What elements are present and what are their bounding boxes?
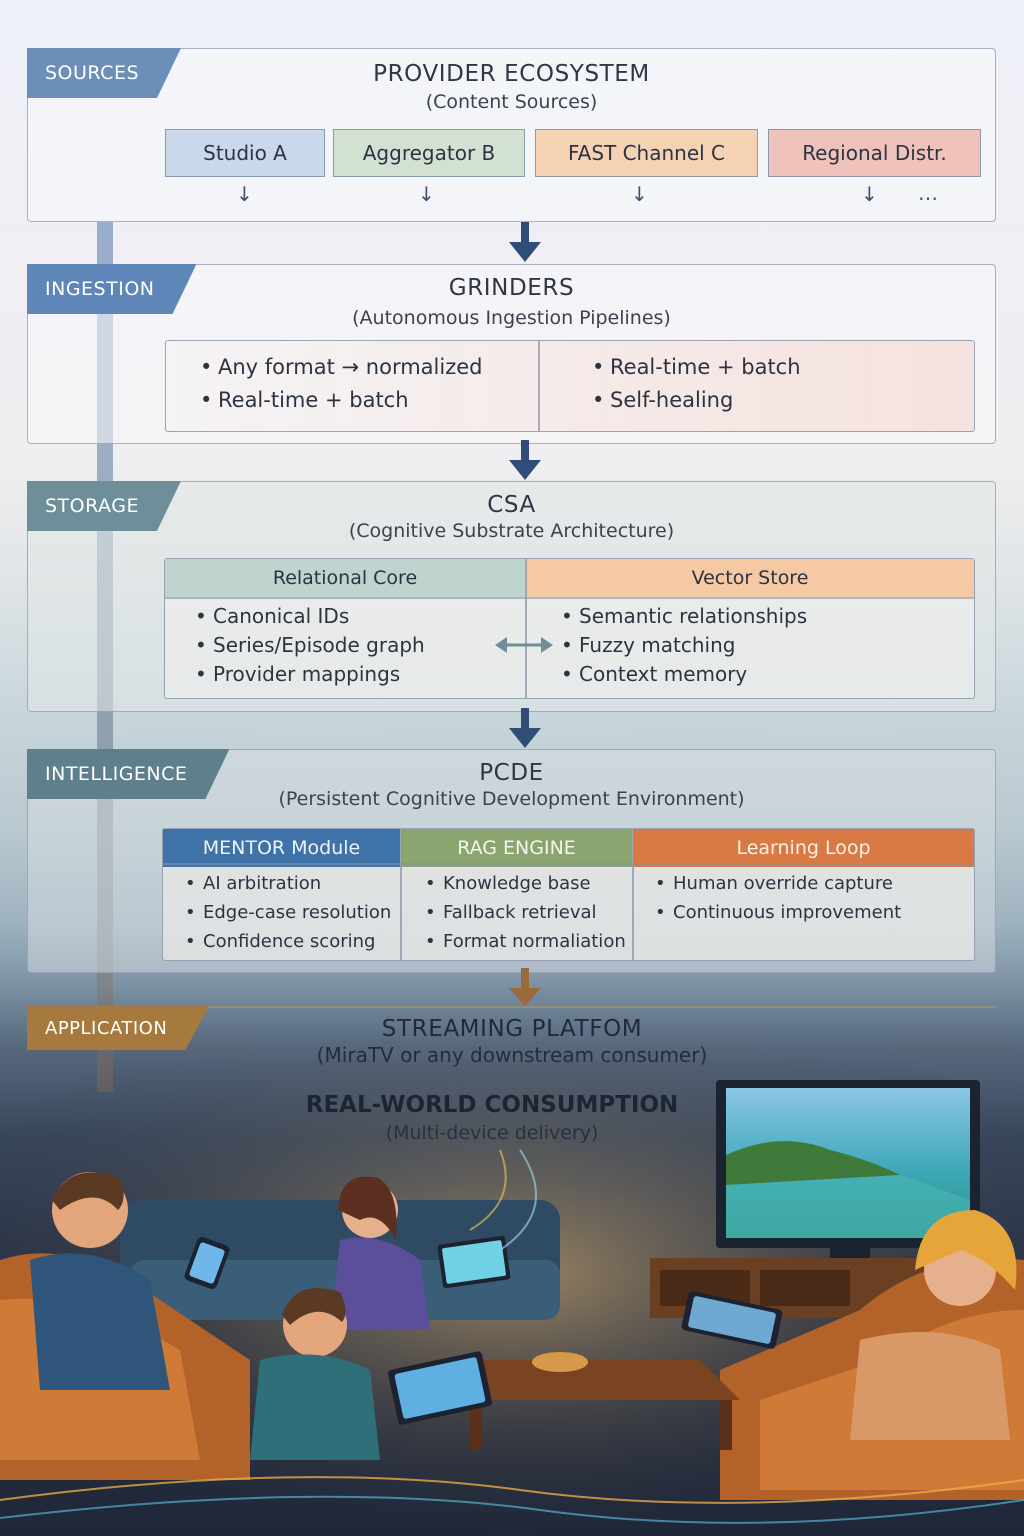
learning-bullet: Continuous improvement [655,898,901,927]
panel-divider [632,829,634,960]
flow-arrow-icon [509,222,541,262]
intelligence-subtitle: (Persistent Cognitive Development Enviro… [278,788,745,810]
rag-engine-list: Knowledge base Fallback retrieval Format… [425,869,626,956]
vector-bullet: Fuzzy matching [561,631,807,660]
header-rule [163,863,974,865]
learning-loop-list: Human override capture Continuous improv… [655,869,901,927]
vector-bullet: Semantic relationships [561,602,807,631]
intelligence-panel: MENTOR Module RAG ENGINE Learning Loop A… [162,828,975,961]
vector-store-list: Semantic relationships Fuzzy matching Co… [561,602,807,689]
ingestion-tab: INGESTION [27,264,196,314]
ingestion-layer: INGESTION GRINDERS (Autonomous Ingestion… [27,264,996,444]
vector-bullet: Context memory [561,660,807,689]
relational-bullet: Provider mappings [195,660,425,689]
ingestion-title: GRINDERS [448,275,575,301]
living-room-illustration [0,1060,1024,1536]
application-title: STREAMING PLATFOM [381,1016,643,1042]
ingestion-right-list: Real-time + batch Self-healing [592,351,801,417]
ingestion-subtitle: (Autonomous Ingestion Pipelines) [352,307,671,329]
consumption-title: REAL-WORLD CONSUMPTION [305,1092,679,1118]
sources-layer: SOURCES PROVIDER ECOSYSTEM (Content Sour… [27,48,996,222]
relational-core-header: Relational Core [165,559,525,597]
ingestion-left-list: Any format → normalized Real-time + batc… [200,351,482,417]
panel-divider [538,341,540,431]
intelligence-title: PCDE [479,760,544,786]
ingestion-bullet: Self-healing [592,384,801,417]
consumption-subtitle: (Multi-device delivery) [385,1122,599,1144]
relational-bullet: Series/Episode graph [195,631,425,660]
ingestion-bullet: Real-time + batch [200,384,482,417]
provider-aggregator-b: Aggregator B [333,129,525,177]
storage-subtitle: (Cognitive Substrate Architecture) [348,520,675,542]
storage-panel: Relational Core Vector Store Canonical I… [164,558,975,699]
storage-layer: STORAGE CSA (Cognitive Substrate Archite… [27,481,996,712]
sources-tab: SOURCES [27,48,181,98]
learning-bullet: Human override capture [655,869,901,898]
intelligence-tab: INTELLIGENCE [27,749,229,799]
panel-divider [525,559,527,698]
bidirectional-arrow-icon [495,637,553,653]
rag-bullet: Knowledge base [425,869,626,898]
sources-subtitle: (Content Sources) [425,91,598,113]
rag-bullet: Fallback retrieval [425,898,626,927]
flow-arrow-icon [509,708,541,748]
header-rule [165,597,974,599]
application-band [27,1006,996,1008]
rag-bullet: Format normaliation [425,927,626,956]
learning-loop-header: Learning Loop [633,829,974,867]
flow-arrow-icon [509,968,541,1006]
provider-fast-channel-c: FAST Channel C [535,129,758,177]
application-tab: APPLICATION [27,1006,209,1050]
rag-engine-header: RAG ENGINE [401,829,632,867]
provider-regional-distr: Regional Distr. [768,129,981,177]
mentor-module-list: AI arbitration Edge-case resolution Conf… [185,869,391,956]
relational-bullet: Canonical IDs [195,602,425,631]
mentor-bullet: AI arbitration [185,869,391,898]
arrow-down-icon: ↓ [236,182,253,206]
intelligence-layer: INTELLIGENCE PCDE (Persistent Cognitive … [27,749,996,973]
ingestion-bullet: Any format → normalized [200,351,482,384]
vector-store-header: Vector Store [526,559,974,597]
more-providers: … [918,181,938,205]
mentor-bullet: Edge-case resolution [185,898,391,927]
ingestion-bullet: Real-time + batch [592,351,801,384]
ingestion-features-panel: Any format → normalized Real-time + batc… [165,340,975,432]
flow-arrow-icon [509,440,541,480]
mentor-bullet: Confidence scoring [185,927,391,956]
arrow-down-icon: ↓ [861,182,878,206]
arrow-down-icon: ↓ [418,182,435,206]
storage-title: CSA [487,492,536,518]
mentor-module-header: MENTOR Module [163,829,400,867]
provider-studio-a: Studio A [165,129,325,177]
storage-tab: STORAGE [27,481,181,531]
panel-divider [400,829,402,960]
sources-title: PROVIDER ECOSYSTEM [373,61,650,87]
arrow-down-icon: ↓ [631,182,648,206]
relational-core-list: Canonical IDs Series/Episode graph Provi… [195,602,425,689]
